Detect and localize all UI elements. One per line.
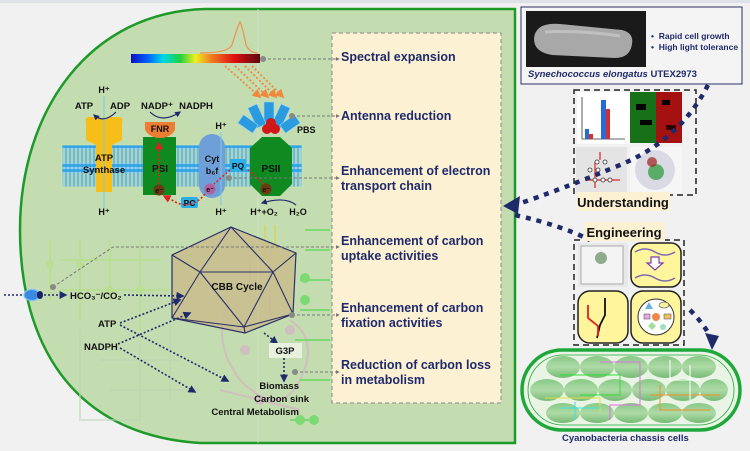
g3p-label: G3P [275, 346, 295, 357]
psii-complex: PSII e⁻ [250, 137, 292, 196]
strategy-spectral-expansion: Spectral expansion [341, 50, 456, 65]
understanding-arrowhead [503, 196, 520, 214]
strategy-line: Spectral expansion [341, 50, 456, 64]
nadph-input-label: NADPH [84, 342, 118, 353]
atp-product-label: ATP [75, 101, 94, 112]
strategy-line: in metabolism [341, 373, 426, 387]
understanding-badge [577, 192, 670, 211]
electron-flow-arrows [162, 169, 265, 206]
pq-label: PQ [232, 161, 245, 171]
strain-name: Synechococcus elongatus UTEX2973 [528, 69, 697, 81]
strategy-line: fixation activities [341, 316, 443, 330]
carbon-transporter [23, 288, 43, 302]
pc-label: PC [184, 198, 196, 208]
omics-box [573, 89, 697, 196]
chassis-label: Cyanobacteria chassis cells [562, 433, 689, 444]
hco3-co2-label: HCO₃⁻/CO₂ [70, 291, 122, 302]
trait-item: • High light tolerance [651, 42, 739, 52]
trait-light-tolerance: High light tolerance [658, 42, 739, 52]
h2o-label: H₂O [289, 207, 307, 217]
biomass-label: Biomass [259, 381, 299, 392]
atp-synthase-label-2: Synthase [83, 165, 125, 176]
cyt-electron: e⁻ [206, 187, 214, 194]
chassis-cell [520, 348, 742, 432]
adp-label: ADP [110, 101, 131, 112]
strategy-line: Enhancement of carbon [341, 301, 484, 315]
psi-label: PSI [152, 164, 168, 175]
psi-electron: e⁻ [155, 188, 163, 195]
cyt-label-1: Cyt [205, 154, 220, 164]
heatmap-thumbnail [630, 92, 682, 143]
strategy-carbon-loss: Reduction of carbon loss in metabolism [341, 358, 491, 388]
pbs-label: PBS [297, 125, 316, 135]
strategy-carbon-fixation: Enhancement of carbon fixation activitie… [341, 301, 483, 331]
trait-rapid-growth: Rapid cell growth [658, 31, 730, 41]
g3p-box [269, 343, 302, 358]
cyt-b6f-complex: Cyt b₆f e⁻ [199, 132, 225, 205]
phycobilisome: PBS [237, 101, 316, 135]
metabolic-network-background [46, 225, 330, 425]
strategy-line: Enhancement of carbon [341, 234, 484, 248]
engineering-box [573, 239, 685, 346]
network-thumbnail [630, 147, 682, 193]
h-plus-top-cyt: H⁺ [215, 121, 226, 131]
top-border [0, 0, 750, 3]
chassis-arrowhead [705, 333, 719, 350]
carbon-sink-label: Carbon sink [254, 394, 310, 405]
carbon-flow-arrows [4, 291, 288, 393]
h-o2-label: H⁺+O₂ [250, 207, 278, 217]
psi-complex: PSI FNR e⁻ [143, 122, 176, 196]
fnr-label: FNR [151, 124, 170, 134]
nadph-label: NADPH [179, 101, 213, 112]
psii-electron: e⁻ [262, 187, 270, 194]
h-plus-bottom-atp: H⁺ [98, 207, 109, 217]
understanding-label: Understanding [577, 195, 669, 210]
atp-input-label: ATP [98, 319, 117, 330]
nadph-conversion-arrow [149, 111, 181, 119]
light-arrows [224, 65, 285, 99]
nadp-label: NADP⁺ [141, 101, 173, 112]
strain-box [520, 6, 743, 85]
strategy-connectors [52, 57, 340, 374]
engineering-badge [584, 222, 665, 241]
strategy-carbon-uptake: Enhancement of carbon uptake activities [341, 234, 483, 264]
pathway-thumbnail [576, 147, 627, 193]
cbb-cycle-icosahedron: CBB Cycle [171, 226, 297, 334]
central-metabolism-label: Central Metabolism [211, 407, 299, 418]
engineering-label: Engineering [586, 225, 661, 240]
strain-code: UTEX2973 [647, 69, 697, 80]
connector-dots [50, 56, 298, 375]
atp-synthase: ATP Synthase [83, 96, 125, 212]
strategy-electron-transport: Enhancement of electron transport chain [341, 164, 490, 194]
strategy-line: uptake activities [341, 249, 439, 263]
strategy-line: Reduction of carbon loss [341, 358, 492, 372]
strain-traits: • Rapid cell growth • High light toleran… [651, 31, 738, 53]
strategy-panel [331, 32, 502, 404]
cyt-label-2: b₆f [206, 166, 220, 176]
cbb-cycle-label: CBB Cycle [211, 282, 263, 293]
h-plus-bottom-cyt: H⁺ [215, 207, 226, 217]
strategy-line: Enhancement of electron [341, 164, 491, 178]
pq-carrier: PQ [230, 159, 246, 171]
strategy-antenna-reduction: Antenna reduction [341, 109, 451, 124]
atp-synthase-label-1: ATP [95, 153, 114, 164]
light-spectrum [131, 20, 260, 63]
strain-species: Synechococcus elongatus [528, 69, 648, 80]
atp-conversion-arrow [93, 111, 117, 121]
strategy-line: transport chain [341, 179, 432, 193]
h-plus-top-atp: H⁺ [98, 85, 109, 95]
strategy-line: Antenna reduction [341, 109, 452, 123]
psii-label: PSII [262, 164, 281, 175]
pc-carrier: PC [181, 197, 198, 208]
water-splitting-arrow [260, 198, 297, 206]
trait-item: • Rapid cell growth [651, 31, 730, 41]
